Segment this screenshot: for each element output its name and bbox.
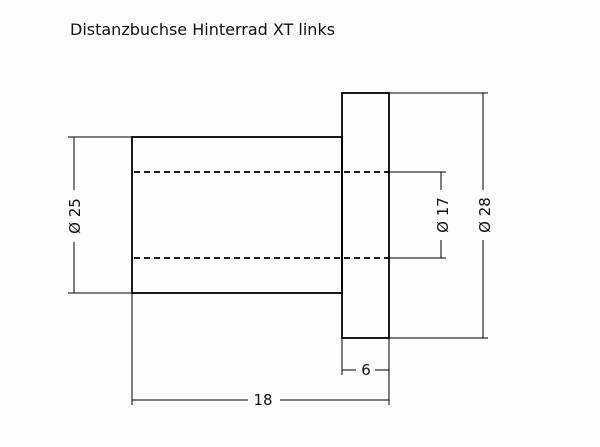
total-length-dimension: 18 (131, 293, 390, 409)
flange-width-label: 6 (361, 361, 371, 379)
outer-diameter-dimension: Ø 25 (66, 136, 132, 294)
outer-diameter-label: Ø 25 (66, 198, 84, 234)
flange (341, 92, 390, 339)
drawing-title: Distanzbuchse Hinterrad XT links (70, 20, 335, 39)
bore-diameter-label: Ø 17 (434, 197, 452, 233)
flange-diameter-dimension: Ø 28 (389, 92, 494, 339)
sleeve-body (131, 136, 343, 294)
total-length-label: 18 (253, 391, 272, 409)
flange-diameter-label: Ø 28 (476, 197, 494, 233)
bore-diameter-dimension: Ø 17 (389, 171, 452, 259)
flange-width-dimension: 6 (341, 338, 390, 379)
